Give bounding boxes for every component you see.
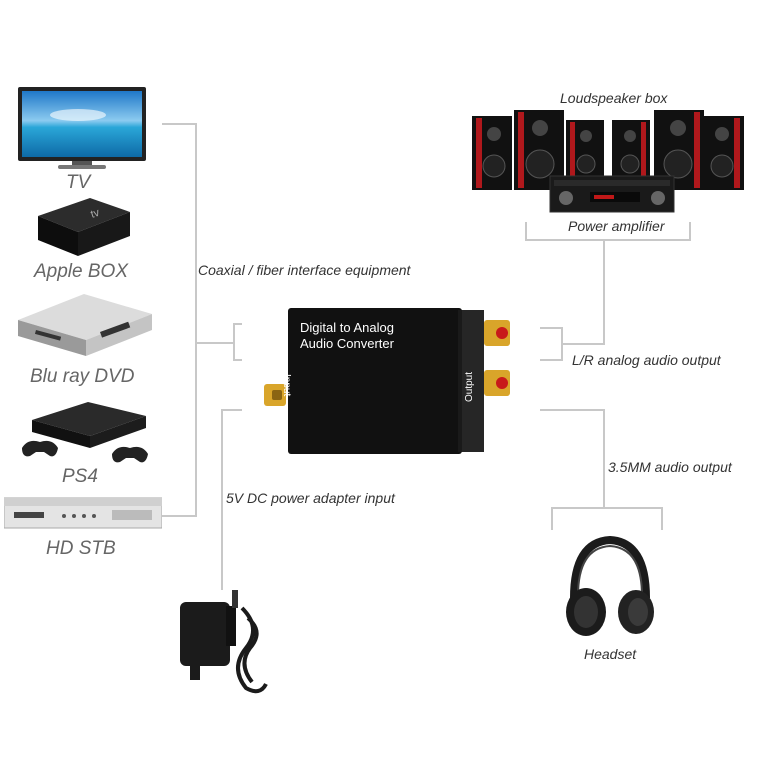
apple-box-image: tv	[34, 194, 132, 260]
bluray-image	[14, 290, 154, 360]
converter-title-2: Audio Converter	[300, 336, 394, 351]
output-bracket	[540, 327, 563, 361]
hd-stb-label: HD STB	[46, 538, 116, 559]
ps4-image	[18, 398, 148, 468]
mm-line	[540, 409, 605, 508]
lr-output-label: L/R analog audio output	[572, 352, 721, 368]
hd-stb-image	[3, 494, 163, 534]
headset-image	[560, 535, 660, 640]
converter-input-label: Input	[281, 374, 292, 397]
ps4-label: PS4	[62, 466, 98, 487]
power-line	[221, 409, 242, 590]
amplifier-bracket	[525, 222, 691, 241]
apple-box-label: Apple BOX	[34, 261, 128, 282]
converter-title-1: Digital to Analog	[300, 320, 394, 335]
input-bracket	[233, 323, 242, 361]
headset-label: Headset	[584, 646, 637, 662]
apple-tv-logo: tv	[89, 207, 101, 221]
power-input-label: 5V DC power adapter input	[226, 490, 395, 506]
mm-output-label: 3.5MM audio output	[608, 459, 732, 475]
converter-output-label: Output	[464, 371, 475, 402]
amplifier-label: Power amplifier	[568, 218, 665, 234]
converter-box	[262, 306, 522, 456]
loudspeaker-image	[470, 110, 746, 214]
headset-bracket	[551, 507, 663, 530]
tv-label: TV	[66, 172, 91, 193]
coaxial-label: Coaxial / fiber interface equipment	[198, 262, 411, 278]
tv-image	[18, 87, 146, 171]
amplifier-unit	[549, 175, 675, 213]
loudspeaker-label: Loudspeaker box	[560, 90, 668, 106]
lr-line	[562, 240, 605, 345]
device-bracket	[162, 123, 197, 517]
power-adapter-image	[176, 588, 270, 698]
bluray-label: Blu ray DVD	[30, 366, 135, 387]
